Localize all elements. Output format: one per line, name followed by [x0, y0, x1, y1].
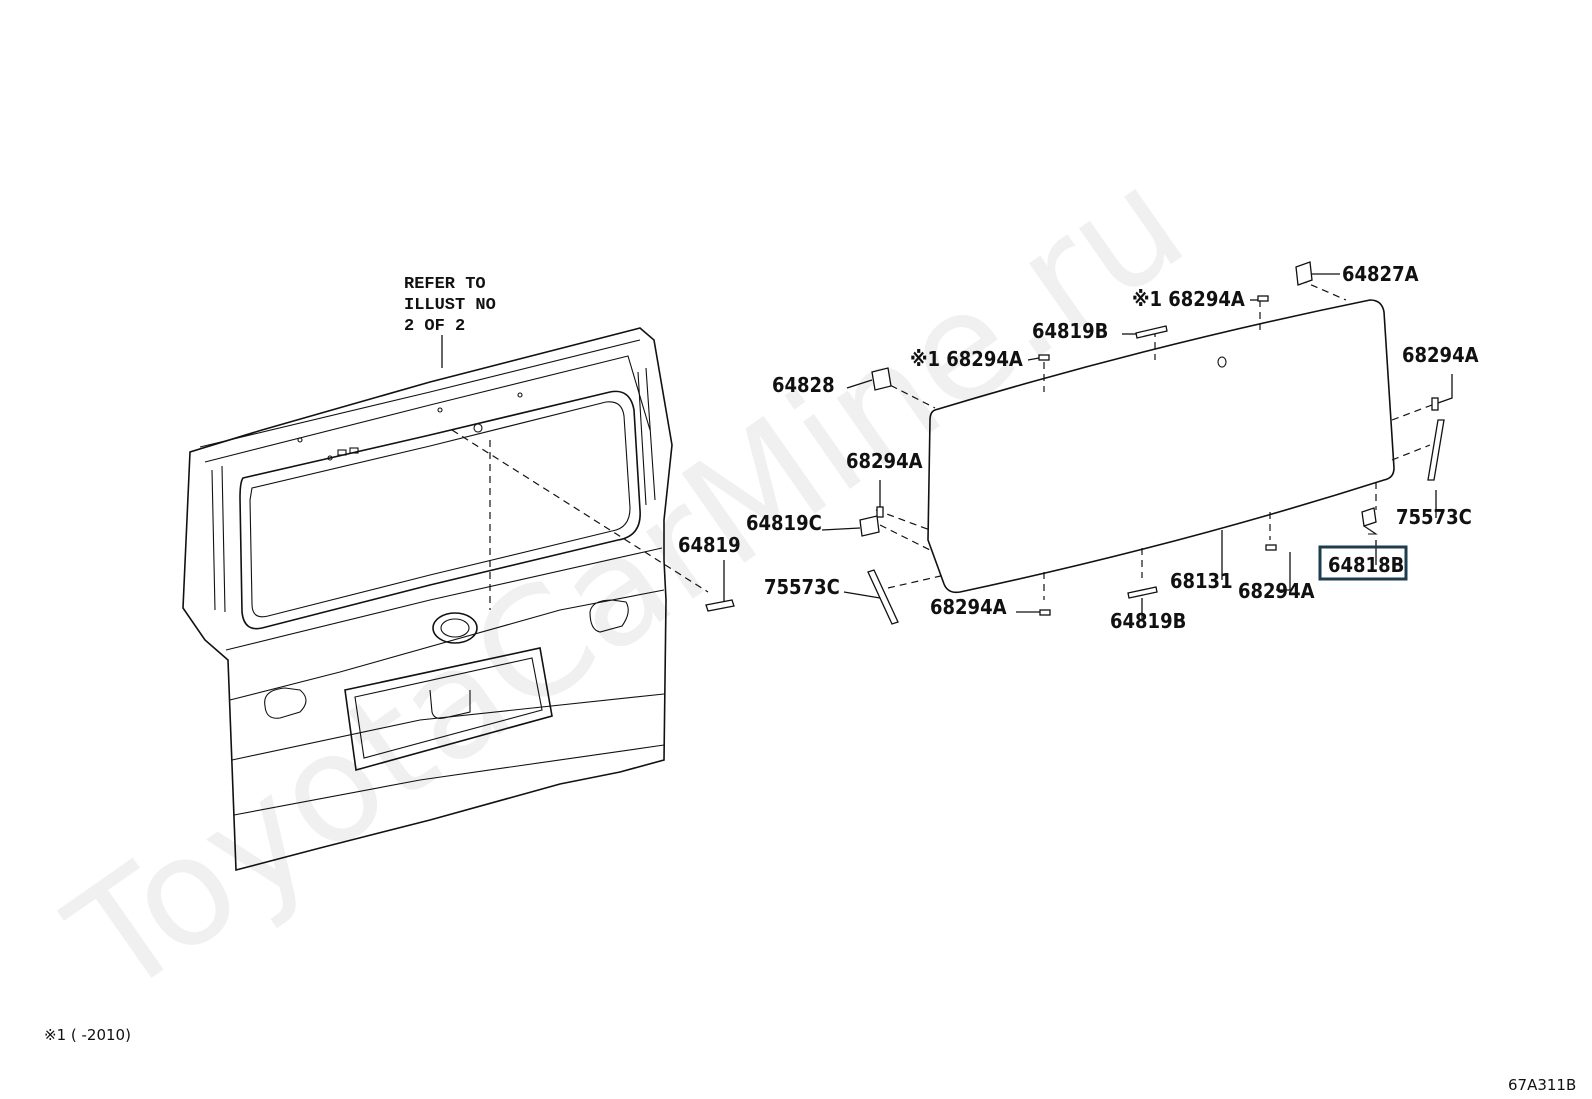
- footnote: ※1 ( -2010): [44, 1026, 131, 1044]
- highlight-box: [1318, 545, 1408, 581]
- label-75573C-left: 75573C: [764, 575, 840, 599]
- diagram-code: 67A311B: [1508, 1076, 1576, 1094]
- label-68294A-left-top: ※1 68294A: [910, 347, 1023, 371]
- label-64828: 64828: [772, 373, 835, 397]
- label-64818B[interactable]: 64818B: [1328, 553, 1404, 577]
- refer-note-line-3: 2 OF 2: [404, 317, 465, 336]
- label-68131: 68131: [1170, 569, 1233, 593]
- label-64819C: 64819C: [746, 511, 822, 535]
- label-64819: 64819: [678, 533, 741, 557]
- label-68294A-left: 68294A: [846, 449, 923, 473]
- refer-note-line-2: ILLUST NO: [404, 296, 496, 315]
- label-68294A-right: 68294A: [1402, 343, 1479, 367]
- label-68294A-bottom-right: 68294A: [1238, 579, 1315, 603]
- refer-note: REFER TO ILLUST NO 2 OF 2: [404, 275, 496, 336]
- part-labels: 64827A ※1 68294A 64819B ※1 68294A 64828 …: [678, 262, 1479, 633]
- label-68294A-bottom: 68294A: [930, 595, 1007, 619]
- leader-lines: [723, 273, 1453, 620]
- small-parts: [705, 261, 1445, 625]
- assembly-lines: [451, 279, 1433, 610]
- watermark: ToyotaCarMine.ru: [40, 135, 1214, 1030]
- label-64819B-bottom: 64819B: [1110, 609, 1186, 633]
- back-window-glass: [927, 299, 1395, 594]
- refer-note-line-1: REFER TO: [404, 275, 486, 294]
- label-64819B-top: 64819B: [1032, 319, 1108, 343]
- back-door-panel: [182, 327, 673, 872]
- label-75573C-right: 75573C: [1396, 505, 1472, 529]
- label-68294A-top: ※1 68294A: [1132, 287, 1245, 311]
- label-64827A: 64827A: [1342, 262, 1419, 286]
